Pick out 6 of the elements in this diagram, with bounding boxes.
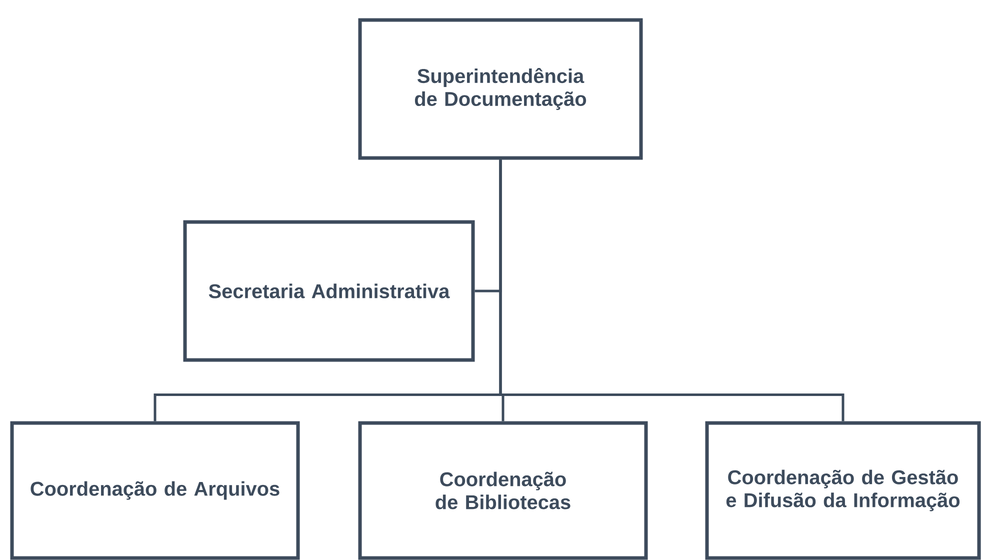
- org-box: Coordenação de Bibliotecas: [358, 421, 648, 560]
- connector-line: [499, 160, 844, 422]
- org-box: Secretaria Administrativa: [183, 220, 475, 362]
- org-box: Coordenação de Arquivos: [10, 421, 300, 560]
- org-box: Coordenação de Gestão e Difusão da Informação: [705, 421, 981, 560]
- org-box: Superintendência de Documentação: [358, 18, 643, 160]
